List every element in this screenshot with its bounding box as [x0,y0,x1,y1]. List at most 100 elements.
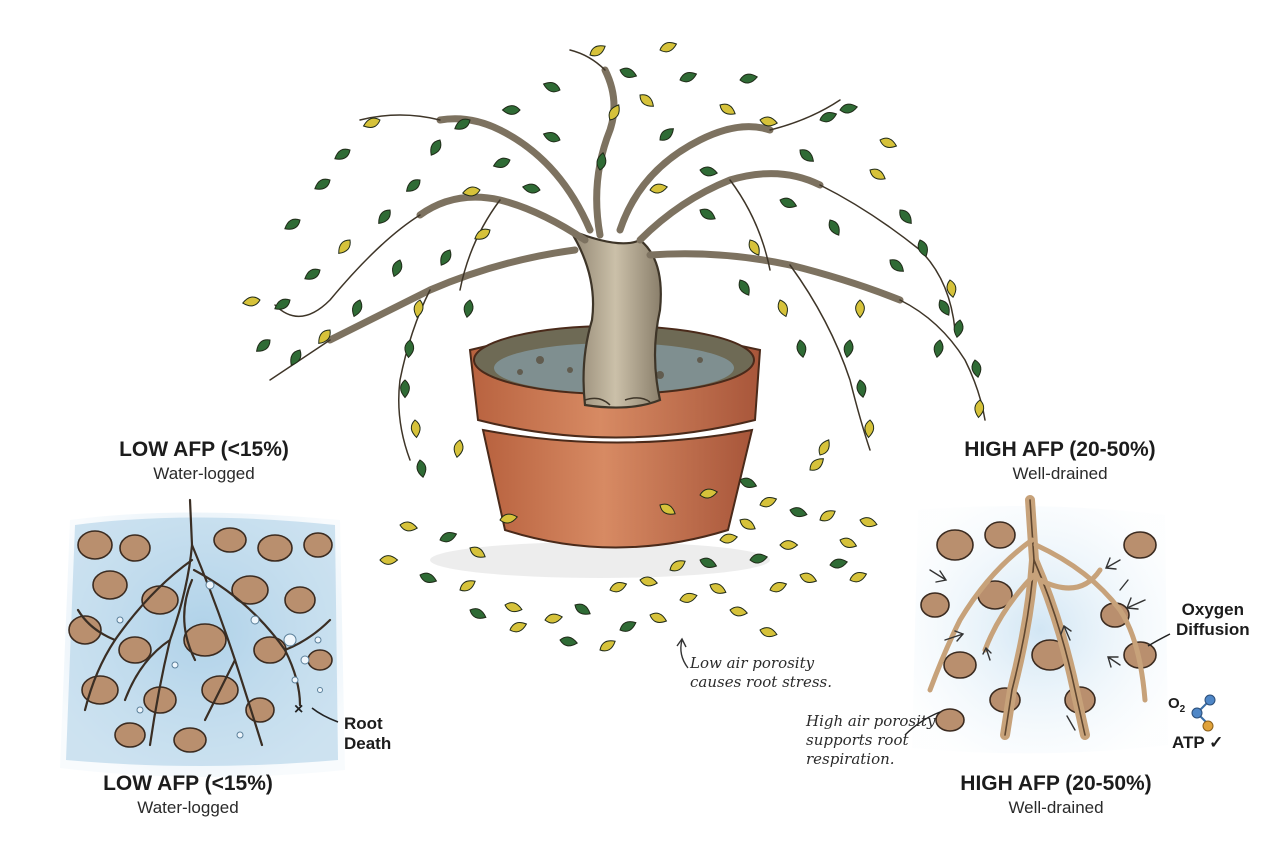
root-death-x-mark: × [294,701,303,718]
leaf [953,319,964,338]
leaf [719,533,738,544]
leaf [256,339,271,352]
leaf [453,439,464,458]
leaf [796,339,807,358]
leaf [799,572,818,583]
leaf [522,183,541,194]
leaf [399,521,418,532]
leaf [855,299,865,319]
leaf [596,152,607,171]
leaf [474,228,491,240]
leaf [829,558,848,569]
leaf [406,179,421,192]
leaf [839,537,858,548]
leaf [378,209,391,224]
leaf [759,497,778,508]
leaf [974,399,985,419]
leaf [639,576,658,587]
leaf [738,279,750,296]
leaf [659,128,674,141]
leaf [469,546,486,558]
leaf [542,132,561,143]
leaf [971,359,982,378]
leaf [439,532,458,543]
oxygen-diffusion-label: Oxygen Diffusion [1176,600,1250,639]
leaf [699,166,718,177]
leaf [290,349,302,366]
leaf [649,612,668,623]
leaf [318,329,331,344]
leaf [416,459,427,478]
leaf [899,209,912,224]
leaf [748,239,760,256]
leaf [274,298,291,310]
right-top-subtitle: Well-drained [1012,464,1108,483]
leaf [759,627,778,638]
leaf [739,477,758,488]
leaf [819,112,838,123]
leaf [739,73,758,84]
leaf [542,82,561,93]
leaf [413,299,424,318]
leaf [699,208,716,220]
leaf [864,419,875,439]
leaf [362,117,381,128]
leaf [440,249,452,266]
leaf [599,640,616,652]
leaf [379,555,399,565]
leaf [463,299,474,318]
leaf [609,582,628,593]
leaf [504,602,523,613]
leaf [314,178,331,190]
leaf [284,218,301,230]
leaf [589,45,606,57]
welldrained-soil-panel [904,495,1216,754]
left-top-title: LOW AFP (<15%) [119,438,289,461]
leaf [619,621,637,632]
leaf [843,339,854,358]
leaf [352,299,363,318]
leaf [828,219,840,236]
leaf [819,510,836,522]
low-porosity-note: Low air porosity causes root stress. [690,654,833,691]
leaf [889,259,904,272]
leaf [818,439,830,456]
leaf [430,139,442,156]
leaf [917,239,928,258]
right-bottom-subtitle: Well-drained [1008,798,1104,817]
o2-molecule-icon [1191,694,1216,732]
high-porosity-note: High air porosity supports root respirat… [806,712,936,768]
leaf [729,606,748,617]
leaf [849,572,868,583]
leaves [242,42,985,652]
left-bottom-subtitle: Water-logged [137,798,239,817]
left-bottom-title: LOW AFP (<15%) [103,772,273,795]
leaf [699,557,718,568]
leaf [777,299,788,318]
leaf [859,517,878,528]
leaf [574,603,591,615]
oxygen-arrows [929,557,1146,731]
soil-stones-left [68,527,333,753]
leaf [509,622,528,633]
leaf [419,572,438,583]
leaf [933,339,944,358]
leaf [699,488,718,499]
air-bubbles-left [116,580,323,739]
leaf [759,116,778,127]
right-top-title: HIGH AFP (20-50%) [964,438,1156,461]
leaf [501,105,521,115]
leaf [404,339,415,359]
leaf [879,137,898,148]
bonsai-tree [269,49,986,461]
leaf [779,197,798,208]
leaf [392,259,403,278]
right-bottom-title: HIGH AFP (20-50%) [960,772,1152,795]
leaf [499,513,518,524]
leaf [809,458,824,471]
leaf [946,279,957,298]
leaf [679,72,698,83]
leaf [338,239,351,254]
leaf [749,553,768,564]
